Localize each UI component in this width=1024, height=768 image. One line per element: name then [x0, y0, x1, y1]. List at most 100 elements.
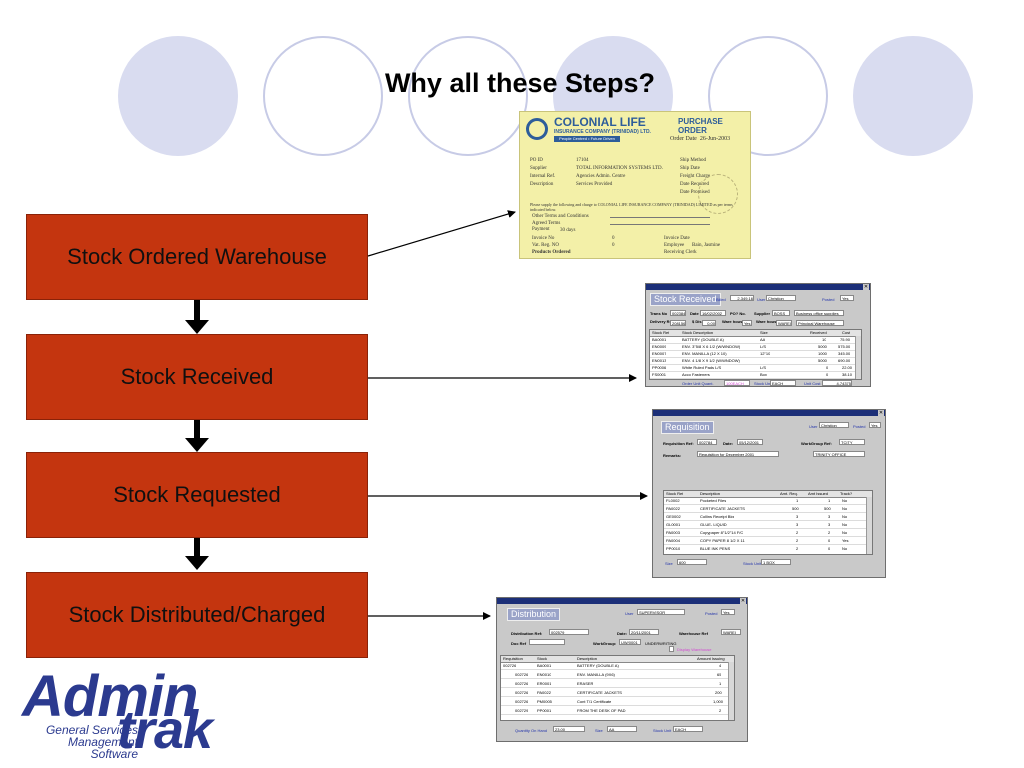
received-user-label: User	[757, 297, 766, 302]
table-row[interactable]: GE0002 Collins Receipt Bks 3 3 No	[664, 513, 872, 521]
po-company: COLONIAL LIFE	[554, 115, 646, 129]
table-row[interactable]: 002729 PP0001 FROM THE DESK OF PAD 2	[501, 707, 734, 715]
table-row[interactable]: FL0002 Pocketed Files 1 1 No	[664, 497, 872, 505]
table-row[interactable]: 002726 EN0010 ENV. MANILLA (9X6) 65	[501, 671, 734, 679]
received-cell: AA	[760, 337, 766, 342]
received-grid[interactable]: Stock Ref Stock Description Size Receive…	[649, 329, 862, 380]
requisition-cell: 0	[828, 538, 831, 543]
table-row[interactable]: 002726 BA0001 BATTERY (DOUBLE A) 4	[501, 662, 734, 670]
requisition-col-track[interactable]: Track?	[840, 491, 853, 496]
distribution-doc-label: Doc Ref	[511, 641, 527, 646]
window-titlebar[interactable]	[653, 410, 885, 416]
table-row[interactable]: PA0022 CERTIFICATE JACKETS 500 500 No	[664, 505, 872, 513]
distribution-col-requisition[interactable]: Requisition	[503, 656, 523, 661]
requisition-col-amt-req[interactable]: Amt. Req.	[780, 491, 798, 496]
distribution-col-amount[interactable]: Amount Issuing	[697, 656, 725, 661]
received-ware2[interactable]: WAREI	[776, 320, 792, 326]
table-row[interactable]: FS0001 Acco Fasteners Box 0 38.10	[650, 371, 861, 379]
distribution-col-description[interactable]: Description	[577, 656, 598, 661]
distribution-date[interactable]: 20/11/2001	[629, 629, 659, 635]
table-row[interactable]: 002726 ER0001 ERASER 1	[501, 680, 734, 688]
received-date[interactable]: 16/02/2002	[700, 310, 726, 316]
requisition-cell: Collins Receipt Bks	[700, 514, 735, 519]
distribution-col-stock[interactable]: Stock	[537, 656, 548, 661]
received-col-stock-ref[interactable]: Stock Ref	[652, 330, 670, 335]
po-employee-label: Employee	[664, 243, 685, 248]
stock-received-window[interactable]: ✕ Stock Received Billed 2,349.16 User Ch…	[645, 283, 871, 387]
received-cell: 5000	[818, 344, 827, 349]
received-trans[interactable]: 002384	[670, 310, 686, 316]
distribution-doc[interactable]	[529, 639, 565, 645]
table-row[interactable]: EN0007 ENV. MANILLA (12 X 10) 12"10 1000…	[650, 350, 861, 358]
requisition-cell: 0	[828, 546, 831, 551]
received-cell: L/S	[760, 365, 767, 370]
table-row[interactable]: 002726 PA0022 CERTIFICATE JACKETS 200	[501, 689, 734, 697]
table-row[interactable]: EN0009 ENV. 3"5/8 X 6 1/2 (W/WNDOW) L/S …	[650, 343, 861, 351]
requisition-workgroup[interactable]: TCITY	[839, 439, 865, 445]
distribution-grid[interactable]: Requisition Stock Description Amount Iss…	[500, 655, 735, 721]
table-row[interactable]: BA0001 BATTERY (DOUBLE A) AA 10 75.90	[650, 336, 861, 344]
distribution-cell: 200	[715, 690, 722, 695]
po-products-ordered: Products Ordered	[532, 250, 571, 255]
close-icon[interactable]: ✕	[740, 598, 746, 604]
received-delivery[interactable]: 208156	[670, 320, 686, 326]
table-row[interactable]: 002726 PM0005 Cont T/1 Certificate 1,000	[501, 698, 734, 706]
po-title: PURCHASE ORDER	[678, 117, 723, 135]
requisition-ref-label: Requisition Ref:	[663, 441, 694, 446]
distribution-stock-unit-label: Stock Unit	[653, 728, 672, 733]
requisition-ref[interactable]: 002784	[697, 439, 717, 445]
received-supplier[interactable]: BOSS	[772, 310, 790, 316]
step-arrowhead-1	[185, 320, 209, 334]
received-scrollbar[interactable]	[855, 336, 861, 379]
requisition-col-description[interactable]: Description	[700, 491, 721, 496]
received-col-size[interactable]: Size	[760, 330, 768, 335]
requisition-cell: No	[842, 514, 848, 519]
close-icon[interactable]: ✕	[878, 410, 884, 416]
requisition-date[interactable]: 05/12/2001	[737, 439, 763, 445]
close-icon[interactable]: ✕	[863, 284, 869, 290]
window-titlebar[interactable]	[497, 598, 747, 604]
requisition-grid[interactable]: Stock Ref Description Amt. Req. Amt Issu…	[663, 490, 873, 555]
received-cell: ENV. 4 1/8 X 9 1/2 (W/WNDOW)	[682, 358, 740, 363]
received-trans-label: Trans No	[650, 311, 668, 316]
display-warehouse-checkbox[interactable]	[669, 646, 674, 652]
distribution-cell: ERASER	[577, 681, 594, 686]
window-titlebar[interactable]	[646, 284, 870, 290]
table-row[interactable]: PA0004 COPY PAPER 8 1/2 X 11 2 0 Yes	[664, 537, 872, 545]
requisition-remarks[interactable]: Requisition for December 2001	[697, 451, 779, 457]
requisition-scrollbar[interactable]	[866, 497, 872, 554]
received-unit-cost-label: Unit Cost	[804, 381, 821, 386]
received-posted: Yes	[840, 295, 854, 301]
received-cell: EN0009	[652, 344, 667, 349]
po-id: 17104	[576, 158, 589, 163]
po-other-terms: Other Terms and Conditions	[532, 214, 589, 219]
requisition-col-stock-ref[interactable]: Stock Ref	[666, 491, 684, 496]
distribution-warehouse[interactable]: WAREI	[721, 629, 741, 635]
requisition-workgroup-label: WorkGroup Ref:	[801, 441, 832, 446]
received-cell: 38.10	[842, 372, 853, 377]
distribution-workgroup[interactable]: UW/0001	[619, 639, 641, 645]
table-row[interactable]: PP0006 White Ruled Pads L/S L/S 0 22.00	[650, 364, 861, 372]
received-dis[interactable]: 0.00	[702, 320, 716, 326]
received-col-received[interactable]: Received	[810, 330, 827, 335]
distribution-ref[interactable]: 002579	[549, 629, 589, 635]
table-row[interactable]: PP0010 BLUE INK PENS 2 0 No	[664, 545, 872, 552]
received-ware[interactable]: Yes	[742, 320, 752, 326]
table-row[interactable]: EN0013 ENV. 4 1/8 X 9 1/2 (W/WNDOW) 5000…	[650, 357, 861, 365]
requisition-col-amt-issued[interactable]: Amt Issued	[808, 491, 829, 496]
received-user: Christion	[766, 295, 796, 301]
distribution-scrollbar[interactable]	[728, 662, 734, 720]
requisition-window[interactable]: ✕ Requisition User Christion Posted Yes …	[652, 409, 886, 578]
received-stock-unit: EACH	[770, 380, 796, 386]
distribution-window[interactable]: ✕ Distribution User SUPERVISOR Posted Ye…	[496, 597, 748, 742]
requisition-stock-unit-label: Stock Unit	[743, 561, 762, 566]
table-row[interactable]: PA0003 Copypaper 8"1/2"14 F/C 2 2 No	[664, 529, 872, 537]
received-col-description[interactable]: Stock Description	[682, 330, 714, 335]
table-row[interactable]: GL0001 GLUE- LIQUID 3 3 No	[664, 521, 872, 529]
po-tagline: People Centred • Future Driven	[554, 136, 620, 142]
po-supplier-label: Supplier	[530, 166, 547, 171]
requisition-date-label: Date:	[723, 441, 734, 446]
received-col-cost[interactable]: Cost	[842, 330, 851, 335]
distribution-cell: 002726	[515, 681, 529, 686]
